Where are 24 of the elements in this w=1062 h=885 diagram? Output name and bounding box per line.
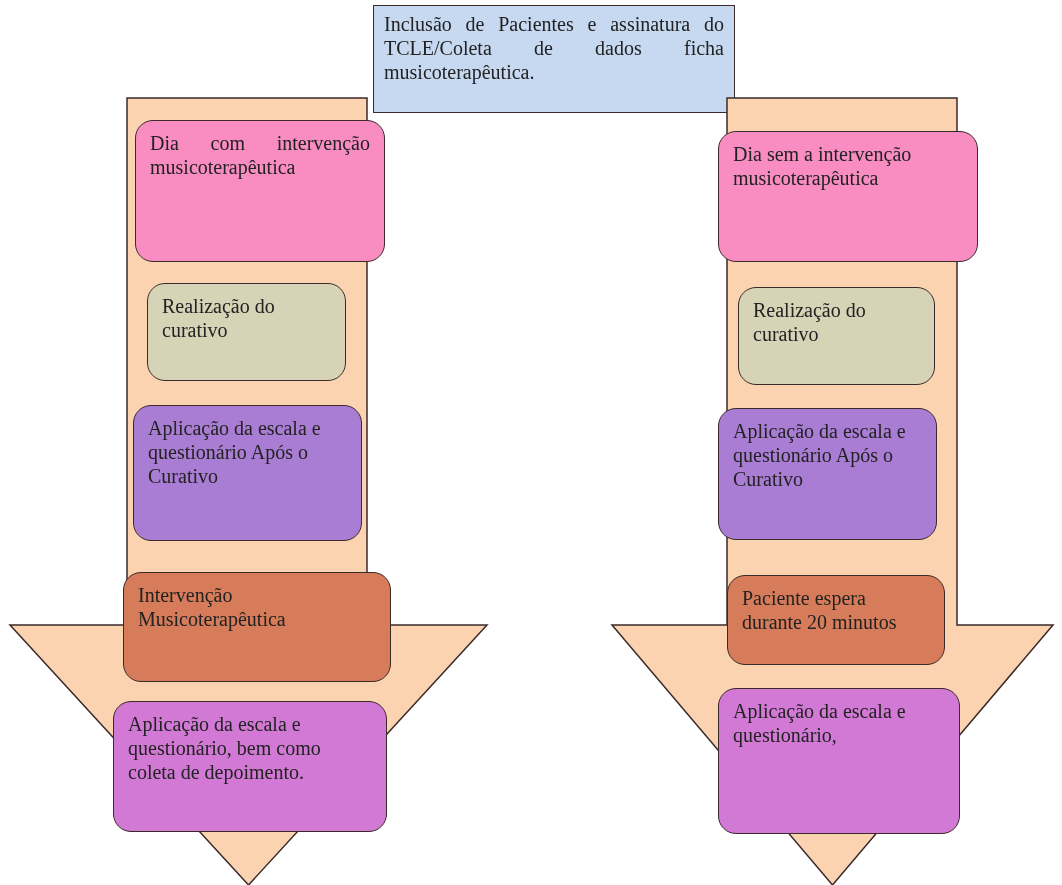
box-text: Dia com intervenção musicoterapêutica (150, 131, 370, 179)
step-box (738, 287, 935, 385)
step-box (718, 688, 960, 834)
box-text: Aplicação da escala e questionário, (733, 699, 907, 747)
box-text: Realização do curativo (753, 298, 867, 346)
step-box (133, 405, 362, 541)
step-box (123, 572, 391, 682)
step-box (718, 131, 978, 262)
box-text: Aplicação da escala e questionário, bem como coleta de depoimento. (128, 712, 322, 784)
process-box (373, 5, 735, 113)
step-box (113, 701, 387, 832)
down-arrow-shape (8, 96, 489, 885)
box-text: Paciente espera durante 20 minutos (742, 586, 898, 634)
box-text: Inclusão de Pacientes e assinatura do TCLE/Coleta de dados ficha musicoterapêutica. (384, 12, 724, 84)
box-text: Intervenção Musicoterapêutica (138, 583, 287, 631)
step-box (147, 283, 346, 381)
step-box (727, 575, 945, 665)
down-arrow-shape (610, 96, 1055, 885)
box-text: Realização do curativo (162, 294, 276, 342)
step-box (718, 408, 937, 540)
step-box (135, 120, 385, 262)
box-text: Dia sem a intervenção musicoterapêutica (733, 142, 913, 190)
box-text: Aplicação da escala e questionário Após o Curativo (148, 416, 322, 488)
box-text: Aplicação da escala e questionário Após o Curativo (733, 419, 907, 491)
